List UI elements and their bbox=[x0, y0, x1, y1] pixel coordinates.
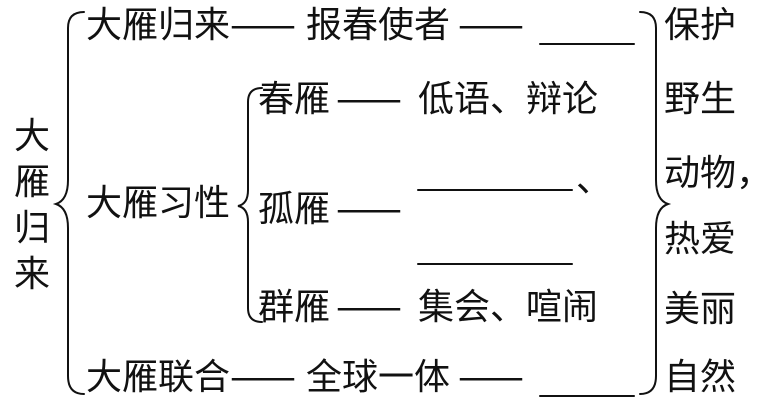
theme-line-3: 动物， bbox=[664, 153, 758, 194]
theme-line-4: 热爱 bbox=[664, 219, 737, 260]
branch-connector-3: —— bbox=[230, 357, 296, 398]
sub-connector-2: —— bbox=[336, 189, 402, 230]
sub-name-3: 群雁 bbox=[258, 287, 331, 328]
branch-blank-connector-1: —— bbox=[458, 5, 524, 46]
sub-detail-3: 集会、喧闹 bbox=[418, 287, 599, 328]
sub-connector-3: —— bbox=[336, 287, 402, 328]
branch-detail-3: 全球一体 bbox=[306, 357, 451, 398]
inner-brace bbox=[237, 87, 263, 323]
branch-topic-1: 大雁归来 bbox=[86, 5, 231, 46]
theme-line-5: 美丽 bbox=[664, 289, 737, 330]
branch-detail-1: 报春使者 bbox=[306, 5, 451, 46]
outer-left-brace bbox=[52, 11, 85, 395]
theme-line-6: 自然 bbox=[664, 357, 737, 398]
sub-detail-1: 低语、辩论 bbox=[418, 79, 599, 120]
sub-name-1: 春雁 bbox=[258, 79, 331, 120]
branch-blank-connector-3: —— bbox=[458, 357, 524, 398]
theme-line-1: 保护 bbox=[664, 5, 737, 46]
theme-line-2: 野生 bbox=[664, 79, 737, 120]
branch-topic-3: 大雁联合 bbox=[86, 357, 231, 398]
right-brace bbox=[639, 11, 672, 395]
branch-connector-1: —— bbox=[230, 5, 296, 46]
branch-topic-2: 大雁习性 bbox=[86, 183, 231, 224]
sub-name-2: 孤雁 bbox=[258, 189, 331, 230]
sub-separator-2: 、 bbox=[576, 159, 613, 200]
sub-connector-1: —— bbox=[336, 79, 402, 120]
root-title: 大雁归来 bbox=[13, 116, 50, 295]
